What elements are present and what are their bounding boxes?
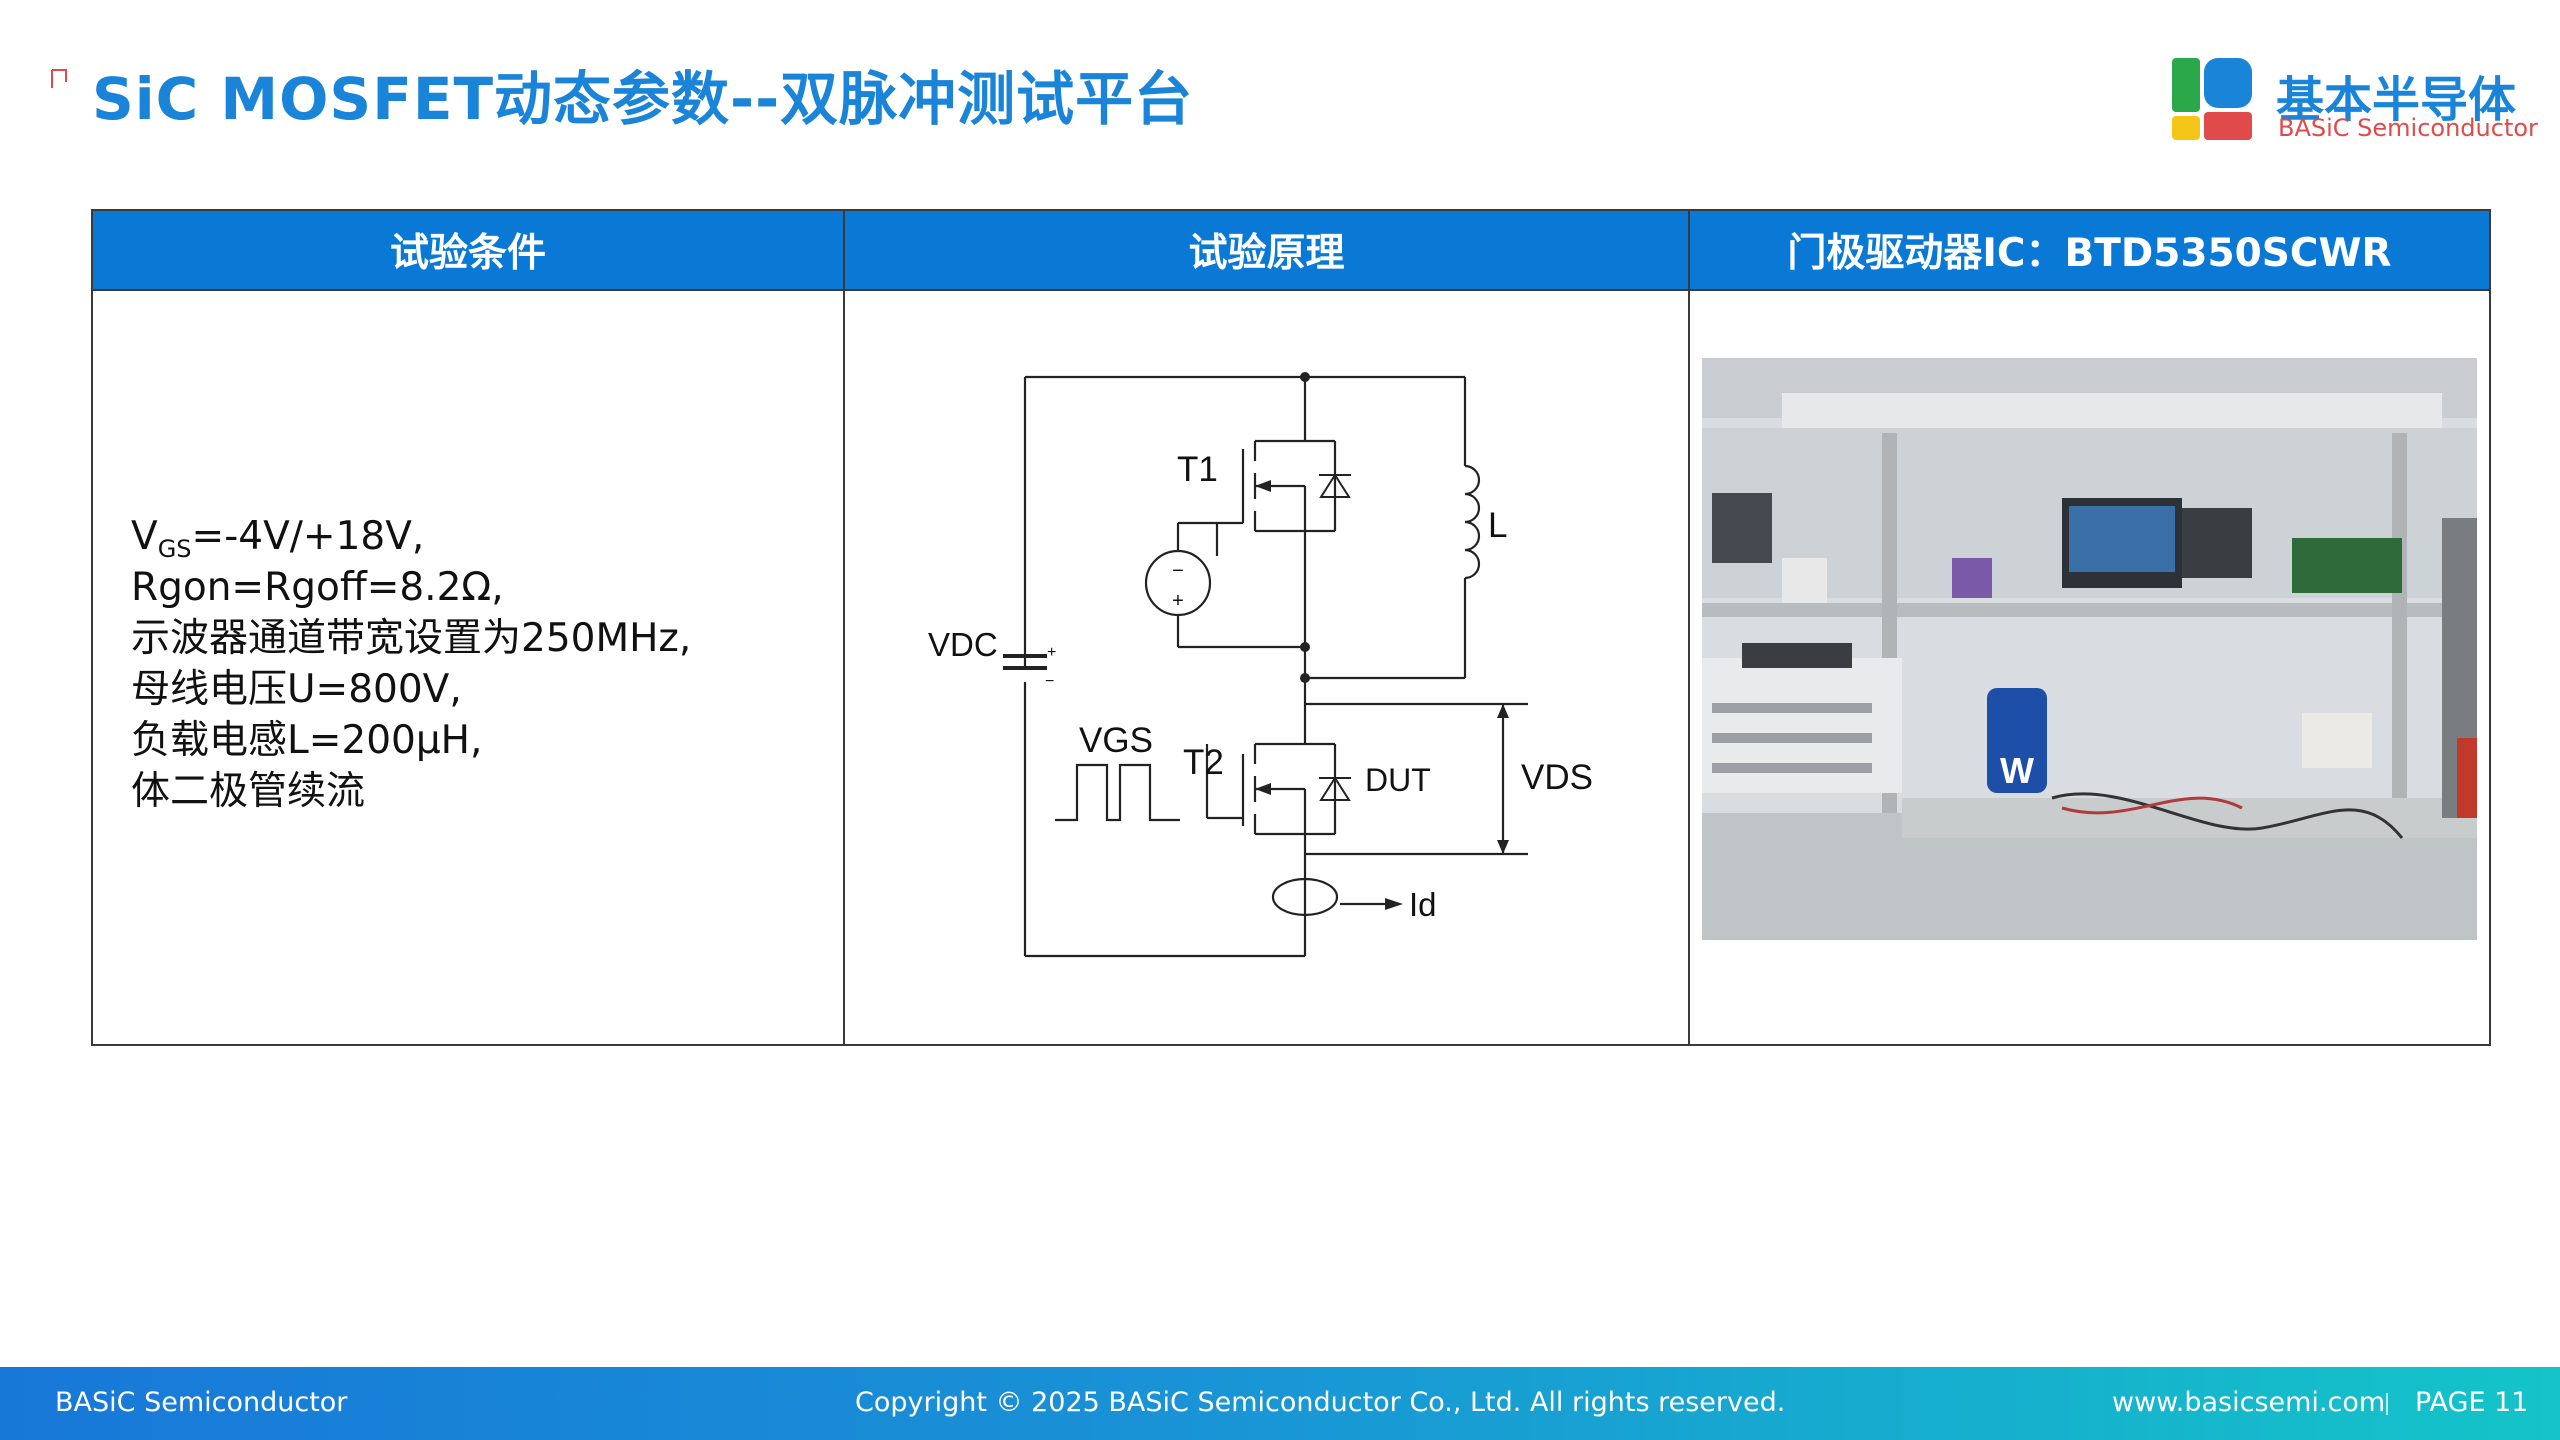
cell-test-principle: − + + − T1 L VDC VGS T2 DUT VDS Id [843, 289, 1690, 1046]
cell-gate-driver-photo: W [1688, 289, 2491, 1046]
corner-bracket-icon [51, 69, 67, 88]
cap-minus-label: − [1045, 673, 1054, 690]
page-number: PAGE 11 [2415, 1387, 2529, 1418]
header-test-conditions: 试验条件 [91, 209, 845, 291]
test-platform-table: 试验条件 试验原理 门极驱动器IC：BTD5350SCWR VGS=-4V/+1… [91, 209, 2491, 1046]
logo-name-cn: 基本半导体 [2276, 72, 2517, 128]
cell-test-conditions: VGS=-4V/+18V, Rgon=Rgoff=8.2Ω, 示波器通道带宽设置… [91, 289, 845, 1046]
t1-label: T1 [1177, 450, 1218, 489]
footer-website-link[interactable]: www.basicsemi.com [2112, 1387, 2386, 1418]
header-test-principle: 试验原理 [843, 209, 1690, 291]
page-title: SiC MOSFET动态参数--双脉冲测试平台 [92, 65, 1194, 133]
source-plus-label: + [1172, 590, 1184, 612]
cap-plus-label: + [1047, 644, 1056, 661]
vgs-subscript: GS [157, 535, 192, 563]
table-body-row: VGS=-4V/+18V, Rgon=Rgoff=8.2Ω, 示波器通道带宽设置… [91, 289, 2491, 1046]
inductor-label: L [1488, 506, 1507, 545]
logo-name-en: BASiC Semiconductor [2278, 114, 2538, 142]
footer-divider [2386, 1393, 2388, 1415]
lab-bench-photo: W [1702, 358, 2477, 940]
t2-label: T2 [1183, 743, 1224, 782]
conditions-list: VGS=-4V/+18V, Rgon=Rgoff=8.2Ω, 示波器通道带宽设置… [131, 511, 691, 817]
dut-label: DUT [1365, 762, 1431, 798]
photo-badge-label: W [2000, 750, 2034, 791]
double-pulse-circuit-diagram: − + + − T1 L VDC VGS T2 DUT VDS Id [928, 372, 1593, 958]
logo-mark-icon [2172, 58, 2252, 140]
footer-company: BASiC Semiconductor [55, 1387, 348, 1418]
condition-load-inductance: 负载电感L=200µH, [131, 718, 483, 763]
vgs-pulse-label: VGS [1079, 721, 1153, 760]
table-header-row: 试验条件 试验原理 门极驱动器IC：BTD5350SCWR [91, 209, 2491, 291]
condition-rg: Rgon=Rgoff=8.2Ω, [131, 565, 504, 610]
footer-bar: BASiC Semiconductor Copyright © 2025 BAS… [0, 1367, 2560, 1440]
condition-bandwidth: 示波器通道带宽设置为250MHz, [131, 616, 692, 661]
id-label: Id [1409, 886, 1437, 923]
condition-bus-voltage: 母线电压U=800V, [131, 667, 462, 712]
vgs-value: =-4V/+18V, [191, 514, 425, 559]
condition-freewheel: 体二极管续流 [131, 769, 366, 814]
source-minus-label: − [1172, 560, 1184, 582]
header-gate-driver-ic: 门极驱动器IC：BTD5350SCWR [1688, 209, 2491, 291]
company-logo: 基本半导体 BASiC Semiconductor [2172, 58, 2538, 142]
vgs-symbol: V [131, 514, 158, 559]
condition-vgs: VGS=-4V/+18V, [131, 511, 691, 563]
vdc-label: VDC [928, 626, 998, 663]
footer-copyright: Copyright © 2025 BASiC Semiconductor Co.… [855, 1387, 1786, 1418]
vds-label: VDS [1521, 758, 1593, 797]
